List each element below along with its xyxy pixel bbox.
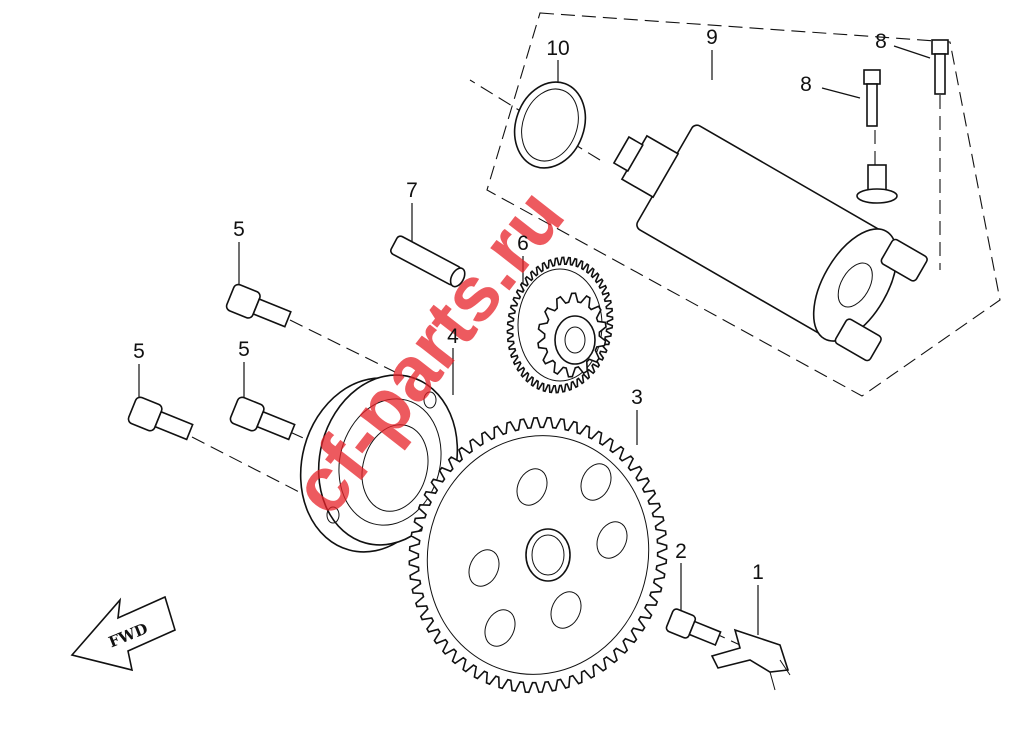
callout-4: 4: [447, 325, 459, 348]
callout-5-top: 5: [233, 218, 245, 241]
leader-lines: [138, 45, 941, 646]
callout-5-left: 5: [133, 340, 145, 363]
bolt-part-5-middle: [229, 396, 296, 441]
callout-8-lower: 8: [800, 73, 812, 96]
bolt-part-2: [665, 608, 722, 647]
driven-gear-part-3: [408, 416, 668, 694]
callout-6: 6: [517, 232, 529, 255]
callout-1: 1: [752, 561, 764, 584]
callout-3: 3: [631, 386, 643, 409]
callout-5-middle: 5: [238, 338, 250, 361]
starter-clutch-part-4: [299, 374, 459, 553]
starter-motor-part-9: [612, 124, 928, 362]
bolt-part-5-left: [127, 396, 194, 441]
bolt-part-8-lower: [863, 69, 881, 127]
pin-part-7: [390, 235, 466, 288]
reduction-gear-part-6: [506, 256, 614, 394]
bracket-part-1: [710, 628, 791, 691]
callout-10: 10: [546, 37, 569, 60]
callout-7: 7: [406, 179, 418, 202]
callout-2: 2: [675, 540, 687, 563]
forward-direction-arrow: FWD: [70, 595, 176, 672]
terminal-stud: [856, 164, 898, 204]
bolt-part-8-upper: [931, 39, 949, 95]
assembly-9-boundary: [486, 12, 1001, 397]
bolt-part-5-top: [225, 283, 292, 328]
callout-9: 9: [706, 26, 718, 49]
callout-8-upper: 8: [875, 30, 887, 53]
o-ring-part-10: [513, 81, 587, 169]
